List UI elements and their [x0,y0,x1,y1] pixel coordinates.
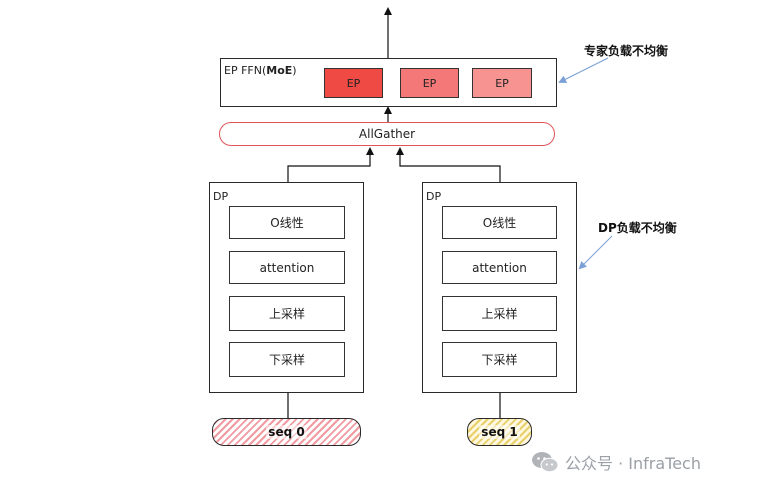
dp0-attention-layer: attention [229,251,345,284]
expert-imbalance-note: 专家负载不均衡 [584,44,669,58]
ep-ffn-box: EP FFN(MoE) EP EP EP [220,58,557,107]
seq-0-node: seq 0 [212,418,361,446]
dp1-downsample-layer: 下采样 [442,342,557,377]
dp-group-0-title: DP [213,190,229,203]
dp0-to-allgather-arrow [287,147,374,182]
dp1-attention-layer: attention [442,251,557,284]
dp-imbalance-note: DP负载不均衡 [598,221,677,235]
dp0-downsample-layer: 下采样 [229,342,345,377]
wechat-icon [532,452,559,473]
ep-ffn-title: EP FFN(MoE) [224,64,297,77]
dp-group-1-title: DP [426,190,442,203]
allgather-node: AllGather [219,122,555,146]
expert-block-1: EP [324,68,383,98]
dp0-o-linear-layer: O线性 [229,206,345,239]
dp1-to-allgather-arrow [396,147,501,182]
watermark: 公众号 · InfraTech [531,450,701,474]
expert-imbalance-pointer [558,57,609,83]
dp-imbalance-pointer [578,235,613,270]
expert-block-2: EP [400,68,459,98]
seq-1-node: seq 1 [467,418,532,446]
dp1-o-linear-layer: O线性 [442,206,557,239]
expert-block-3: EP [472,68,532,98]
dp1-upsample-layer: 上采样 [442,296,557,331]
dp0-upsample-layer: 上采样 [229,296,345,331]
